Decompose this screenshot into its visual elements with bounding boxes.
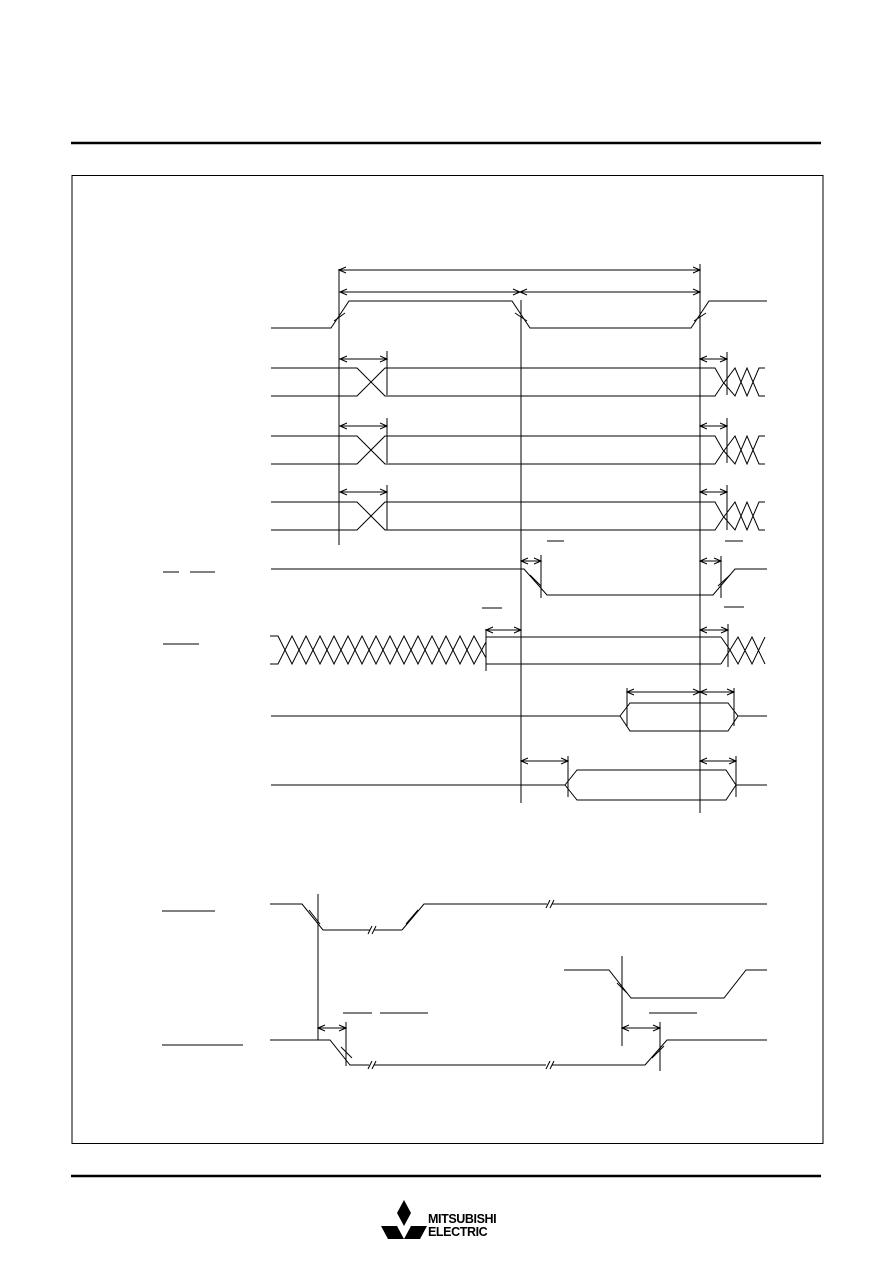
three-diamonds-icon <box>381 1200 427 1239</box>
reset-input-waveform <box>162 899 767 935</box>
reset-release-waveform <box>162 1022 767 1071</box>
brand-line-2: ELECTRIC <box>428 1225 488 1239</box>
bus-waveform-3 <box>271 485 765 532</box>
strobe-waveform <box>163 540 767 608</box>
data-output-waveform <box>271 756 767 801</box>
cycle-period-dimension <box>337 266 702 545</box>
clock-high-low-dimension <box>338 288 702 296</box>
bus-waveform-2 <box>271 418 765 466</box>
brand-line-1: MITSUBISHI <box>428 1212 497 1226</box>
brand-logo-text: MITSUBISHI ELECTRIC <box>428 1212 497 1239</box>
clock-waveform <box>271 300 767 329</box>
diagram-frame <box>71 175 824 1144</box>
output-enable-waveform <box>271 688 767 732</box>
bus-waveform-1 <box>271 351 765 398</box>
data-bus-waveform <box>163 607 766 671</box>
reset-output-waveform <box>343 956 767 1046</box>
